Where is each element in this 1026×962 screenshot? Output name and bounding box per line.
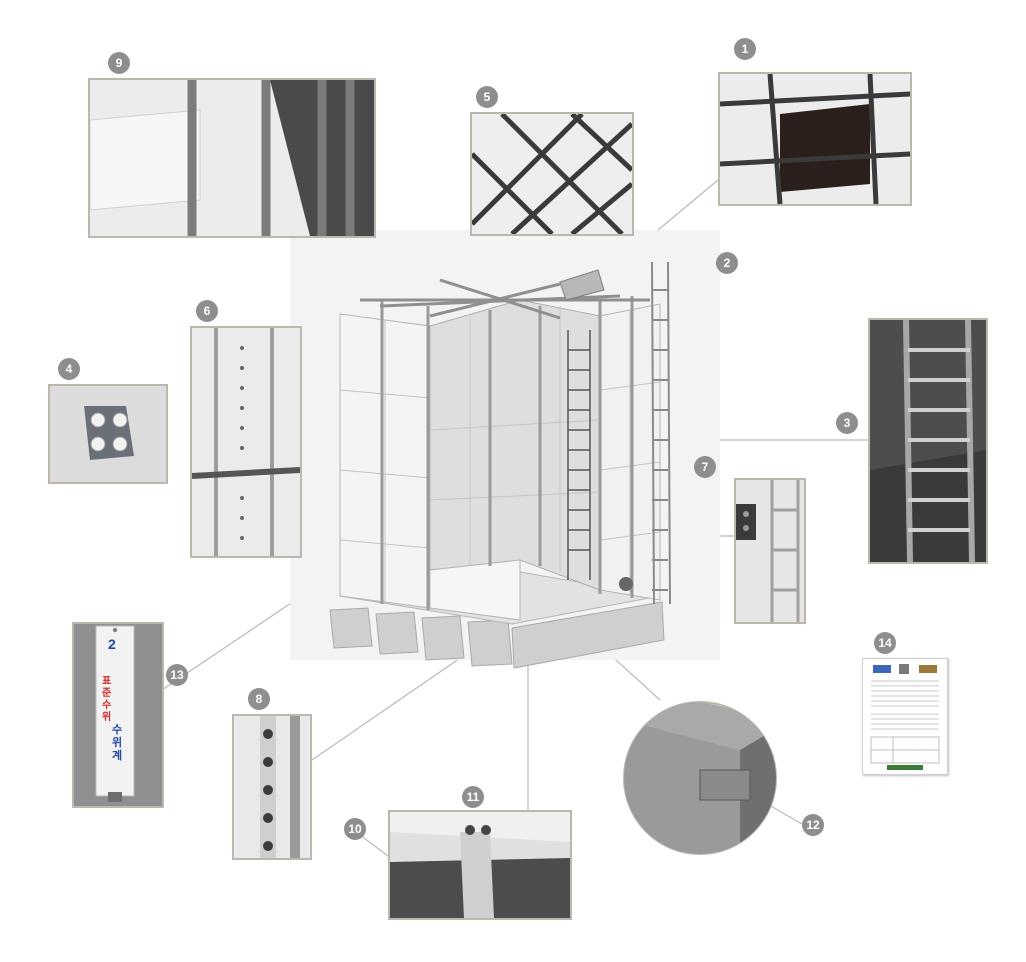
callout-1: 1 (734, 38, 756, 60)
panel-5-roof-grid (470, 112, 634, 236)
callout-8: 8 (248, 688, 270, 710)
panel-1-art (720, 74, 910, 204)
panel-4-corner-bolt (48, 384, 168, 484)
panel-8-bolts (232, 714, 312, 860)
callout-4: 4 (58, 358, 80, 380)
exterior-ladder (651, 261, 671, 605)
panel-13-level-gauge: 2 표준수위 수위계 (72, 622, 164, 808)
base-block-1 (329, 607, 373, 649)
panel-7-bracket (734, 478, 806, 624)
callout-9: 9 (108, 52, 130, 74)
panel-9-art (90, 80, 374, 236)
panel-5-art (472, 114, 632, 234)
base-block-2 (375, 611, 419, 655)
callout-14: 14 (874, 632, 896, 654)
panel-10-11-base-joint (388, 810, 572, 920)
callout-12: 12 (802, 814, 824, 836)
panel-10-art (390, 812, 570, 918)
certificate-art (870, 664, 940, 770)
panel-1-manhole (718, 72, 912, 206)
manhole-cover (559, 269, 605, 301)
callout-10: 10 (344, 818, 366, 840)
gauge-level-label: 수위계 (112, 724, 123, 762)
panel-9-stays (88, 78, 376, 238)
panel-14-certificate (862, 658, 948, 775)
callout-11: 11 (462, 786, 484, 808)
panel-3-art (870, 320, 986, 562)
base-block-5 (511, 601, 665, 669)
callout-2: 2 (716, 252, 738, 274)
callout-13: 13 (166, 664, 188, 686)
panel-7-art (736, 480, 804, 622)
callout-5: 5 (476, 86, 498, 108)
gauge-standard-level: 표준수위 (102, 676, 112, 723)
panel-13-art (74, 624, 162, 806)
callout-3: 3 (836, 412, 858, 434)
tank-outlet (619, 577, 633, 591)
panel-6-flange (190, 326, 302, 558)
callout-6: 6 (196, 300, 218, 322)
base-block-3 (421, 615, 465, 661)
callout-7: 7 (694, 456, 716, 478)
panel-4-art (50, 386, 166, 482)
panel-6-art (192, 328, 300, 556)
gauge-number: 2 (108, 636, 116, 652)
panel-8-art (234, 716, 310, 858)
panel-3-ladder (868, 318, 988, 564)
interior-ladder (567, 330, 591, 580)
